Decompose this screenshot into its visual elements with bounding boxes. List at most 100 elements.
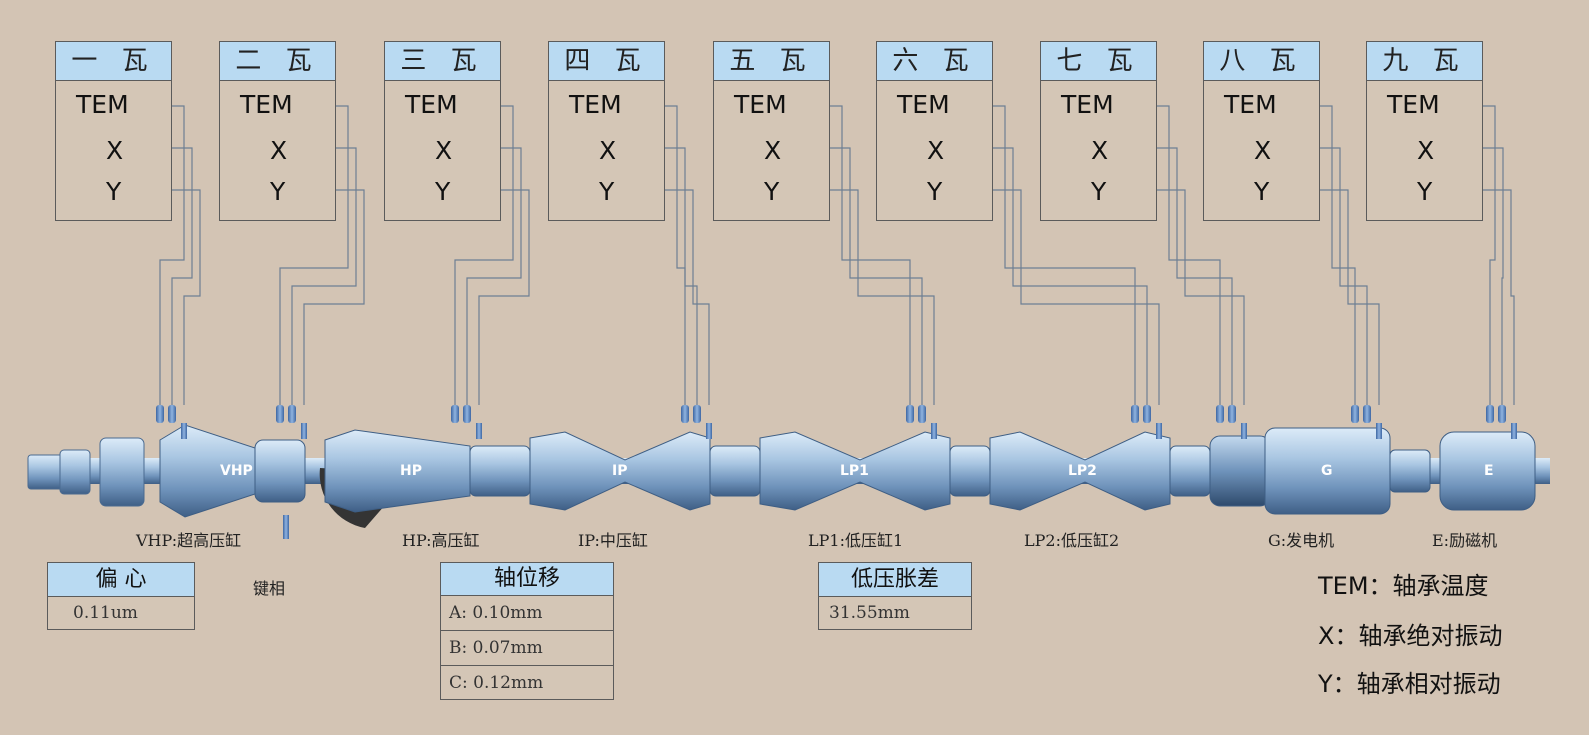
- section-label-lp2: LP2:低压缸2: [1024, 531, 1120, 550]
- axial-displacement-panel: 轴位移 A: 0.10mm B: 0.07mm C: 0.12mm: [440, 562, 614, 700]
- vibration-probe: [168, 405, 176, 423]
- temperature-probe: [706, 423, 712, 439]
- lp-diff-title: 低压胀差: [819, 563, 971, 597]
- bearing-y-label: Y: [1254, 177, 1270, 206]
- temperature-probe: [181, 423, 187, 439]
- vibration-probe: [1131, 405, 1139, 423]
- shaft-label-vhp: VHP: [220, 463, 253, 479]
- bearing-title: 九 瓦: [1367, 42, 1482, 81]
- bearing-title: 二 瓦: [220, 42, 335, 81]
- section-label-ip: IP:中压缸: [578, 531, 648, 550]
- legend-y: Y：轴承相对振动: [1318, 670, 1501, 698]
- vibration-probe: [1216, 405, 1224, 423]
- axial-title: 轴位移: [441, 563, 613, 596]
- vibration-probe: [693, 405, 701, 423]
- vibration-probe: [918, 405, 926, 423]
- bearing-title: 五 瓦: [714, 42, 829, 81]
- bearing-title: 八 瓦: [1204, 42, 1319, 81]
- vibration-probe: [1486, 405, 1494, 423]
- bearing-tem-label: TEM: [1061, 90, 1114, 119]
- bearing-tem-label: TEM: [897, 90, 950, 119]
- axial-value-b: B: 0.07mm: [441, 631, 613, 666]
- bearing-title: 六 瓦: [877, 42, 992, 81]
- axial-value-c: C: 0.12mm: [449, 673, 544, 693]
- sensor-wires: [157, 105, 1515, 405]
- bearing-title: 三 瓦: [385, 42, 500, 81]
- rotor-shaft: [27, 424, 1550, 539]
- bearing-title: 七 瓦: [1041, 42, 1156, 81]
- bearing-title: 四 瓦: [549, 42, 664, 81]
- temperature-probe: [1376, 423, 1382, 439]
- legend-tem: TEM：轴承温度: [1318, 572, 1489, 600]
- section-label-hp: HP:高压缸: [402, 531, 480, 550]
- bearing-tem-label: TEM: [569, 90, 622, 119]
- bearing-x-label: X: [106, 136, 124, 165]
- bearing-tem-label: TEM: [734, 90, 787, 119]
- eccentricity-value: 0.11um: [73, 603, 138, 623]
- bearing-tem-label: TEM: [76, 90, 129, 119]
- bearing-y-label: Y: [1091, 177, 1107, 206]
- lp-differential-expansion-panel: 低压胀差 31.55mm: [818, 562, 972, 630]
- shaft-label-lp1: LP1: [840, 463, 869, 479]
- vibration-probe: [1351, 405, 1359, 423]
- section-label-lp1: LP1:低压缸1: [808, 531, 904, 550]
- vibration-probe: [681, 405, 689, 423]
- bearing-x-label: X: [1417, 136, 1435, 165]
- shaft-label-hp: HP: [400, 463, 422, 479]
- bearing-y-label: Y: [106, 177, 122, 206]
- vibration-probe: [463, 405, 471, 423]
- section-label-e: E:励磁机: [1432, 531, 1498, 550]
- temperature-probe: [1241, 423, 1247, 439]
- eccentricity-panel: 偏 心 0.11um: [47, 562, 195, 630]
- temperature-probe: [301, 423, 307, 439]
- vibration-probe: [906, 405, 914, 423]
- bearing-x-label: X: [435, 136, 453, 165]
- bearing-tem-label: TEM: [1387, 90, 1440, 119]
- legend-x: X：轴承绝对振动: [1318, 622, 1503, 650]
- bearing-x-label: X: [1091, 136, 1109, 165]
- key-phase-label: 键相: [253, 579, 286, 598]
- vibration-probe: [1228, 405, 1236, 423]
- temperature-probe: [931, 423, 937, 439]
- temperature-probe: [476, 423, 482, 439]
- bearing-x-label: X: [599, 136, 617, 165]
- shaft-label-e: E: [1484, 463, 1494, 479]
- temperature-probe: [1156, 423, 1162, 439]
- bearing-title: 一 瓦: [56, 42, 171, 81]
- bearing-x-label: X: [764, 136, 782, 165]
- vibration-probe: [276, 405, 284, 423]
- vibration-probe: [451, 405, 459, 423]
- sensor-probes: [156, 405, 1517, 439]
- vibration-probe: [1363, 405, 1371, 423]
- section-label-vhp: VHP:超高压缸: [136, 531, 242, 550]
- vibration-probe: [288, 405, 296, 423]
- shaft-labels: VHP HP IP LP1 LP2 G E: [220, 463, 1494, 479]
- lp-diff-value: 31.55mm: [829, 603, 910, 623]
- bearing-tem-label: TEM: [405, 90, 458, 119]
- vibration-probe: [1498, 405, 1506, 423]
- bearing-y-label: Y: [270, 177, 286, 206]
- vibration-probe: [1143, 405, 1151, 423]
- bearing-x-label: X: [927, 136, 945, 165]
- bearing-tem-label: TEM: [1224, 90, 1277, 119]
- shaft-label-ip: IP: [612, 463, 627, 479]
- section-label-g: G:发电机: [1268, 531, 1335, 550]
- eccentricity-title: 偏 心: [48, 563, 194, 597]
- vibration-probe: [156, 405, 164, 423]
- bearing-x-label: X: [1254, 136, 1272, 165]
- bearing-y-label: Y: [1417, 177, 1433, 206]
- bearing-x-label: X: [270, 136, 288, 165]
- bearing-y-label: Y: [927, 177, 943, 206]
- axial-value-a: A: 0.10mm: [441, 596, 613, 631]
